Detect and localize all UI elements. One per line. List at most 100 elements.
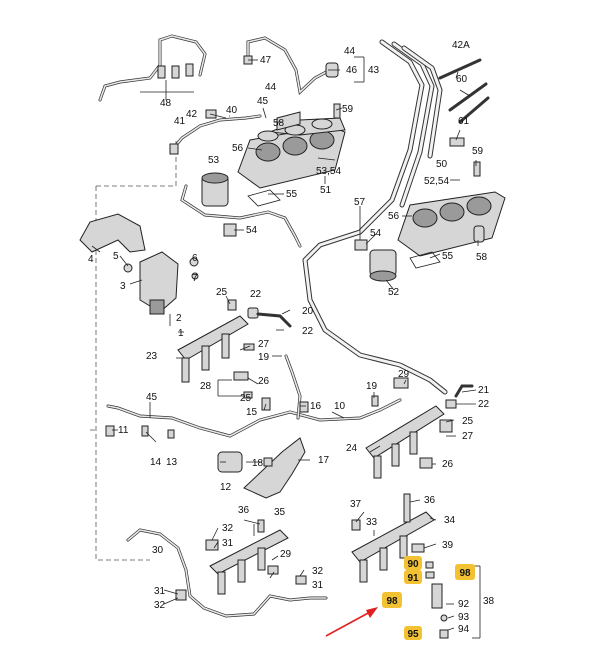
gasket-58-top (276, 111, 301, 131)
leader-lines (91, 56, 481, 639)
hose-30 (126, 528, 328, 618)
part-labels: 47 44 46 43 48 44 45 40 42 58 59 41 56 5… (88, 40, 495, 635)
label-32-top: 32 (222, 523, 234, 534)
label-1: 1 (178, 328, 184, 339)
label-58-right: 58 (476, 252, 488, 263)
label-13: 13 (166, 457, 178, 468)
label-24: 24 (346, 443, 358, 454)
label-91: 91 (407, 573, 419, 584)
fuel-rail-left (177, 299, 292, 383)
label-19-left: 19 (258, 352, 270, 363)
label-52-54: 52,54 (424, 176, 449, 187)
label-25-left: 25 (216, 287, 228, 298)
high-pressure-pump (123, 251, 199, 315)
label-14: 14 (150, 457, 162, 468)
label-4: 4 (88, 254, 94, 265)
label-10: 10 (334, 401, 346, 412)
label-59-top: 59 (342, 104, 354, 115)
label-57: 57 (354, 197, 366, 208)
label-7: 7 (192, 273, 198, 284)
label-43: 43 (368, 65, 380, 76)
gasket-55-right (409, 251, 441, 269)
label-3: 3 (120, 281, 126, 292)
label-38: 38 (483, 596, 495, 607)
label-27-left: 27 (258, 339, 270, 350)
label-30: 30 (152, 545, 164, 556)
label-37: 37 (350, 499, 362, 510)
vacuum-hose-47 (243, 36, 339, 95)
label-26-right: 26 (442, 459, 454, 470)
label-39: 39 (442, 540, 454, 551)
label-51: 51 (320, 185, 332, 196)
label-61: 61 (458, 116, 470, 127)
label-36-right: 36 (424, 495, 436, 506)
connector-54-right (354, 239, 368, 251)
label-25-right: 25 (462, 416, 474, 427)
label-17: 17 (318, 455, 330, 466)
label-29: 29 (398, 369, 410, 380)
part-58-right (473, 225, 485, 243)
bracket-4 (79, 213, 146, 253)
label-2: 2 (176, 313, 182, 324)
label-31-right: 31 (312, 580, 324, 591)
parts-top-right (333, 58, 490, 177)
label-44-mid: 44 (265, 82, 277, 93)
label-22-mid: 22 (302, 326, 314, 337)
label-27-right: 27 (462, 431, 474, 442)
label-56-right: 56 (388, 211, 400, 222)
badge-91 (404, 570, 422, 584)
label-93: 93 (458, 612, 470, 623)
label-55-right: 55 (442, 251, 454, 262)
label-54-right: 54 (370, 228, 382, 239)
label-23: 23 (146, 351, 158, 362)
label-45-top: 45 (257, 96, 269, 107)
highlight-badges: 90 91 98 98 95 (382, 556, 475, 640)
label-94: 94 (458, 624, 470, 635)
label-32-right: 32 (312, 566, 324, 577)
fuel-rail-lower-left (205, 519, 289, 595)
badge-98-left (382, 592, 402, 608)
label-22-right: 22 (478, 399, 490, 410)
label-16: 16 (310, 401, 322, 412)
label-98-right: 98 (459, 568, 471, 579)
label-5: 5 (113, 251, 119, 262)
label-41: 41 (174, 116, 186, 127)
label-20: 20 (302, 306, 314, 317)
label-92: 92 (458, 599, 470, 610)
badge-95 (404, 626, 422, 640)
label-90: 90 (407, 559, 419, 570)
label-58-top: 58 (273, 118, 285, 129)
pump-53 (201, 172, 229, 207)
label-33: 33 (366, 517, 378, 528)
label-29-lower: 29 (280, 549, 292, 560)
fuel-rail-lower-right (351, 493, 435, 583)
badge-90 (404, 556, 422, 570)
label-19-right: 19 (366, 381, 378, 392)
label-52: 52 (388, 287, 400, 298)
intake-manifold-left (237, 117, 346, 189)
label-53: 53 (208, 155, 220, 166)
label-95: 95 (407, 629, 419, 640)
label-28: 28 (200, 381, 212, 392)
badge-98-right (455, 564, 475, 580)
fuel-line-lower (105, 354, 402, 439)
label-35: 35 (274, 507, 286, 518)
label-46: 46 (346, 65, 358, 76)
hose-40 (169, 109, 262, 155)
label-54-left: 54 (246, 225, 258, 236)
label-6: 6 (192, 253, 198, 264)
bracket-17 (217, 437, 306, 499)
label-45-left: 45 (146, 392, 158, 403)
label-34: 34 (444, 515, 456, 526)
fuel-line-bundle (180, 39, 448, 395)
label-31: 31 (154, 586, 166, 597)
label-42: 42 (186, 109, 198, 120)
label-44-top: 44 (344, 46, 356, 57)
injector-exploded (425, 561, 449, 639)
label-40: 40 (226, 105, 238, 116)
label-50: 50 (436, 159, 448, 170)
fuel-rail-right (365, 377, 474, 479)
label-59-right: 59 (472, 146, 484, 157)
